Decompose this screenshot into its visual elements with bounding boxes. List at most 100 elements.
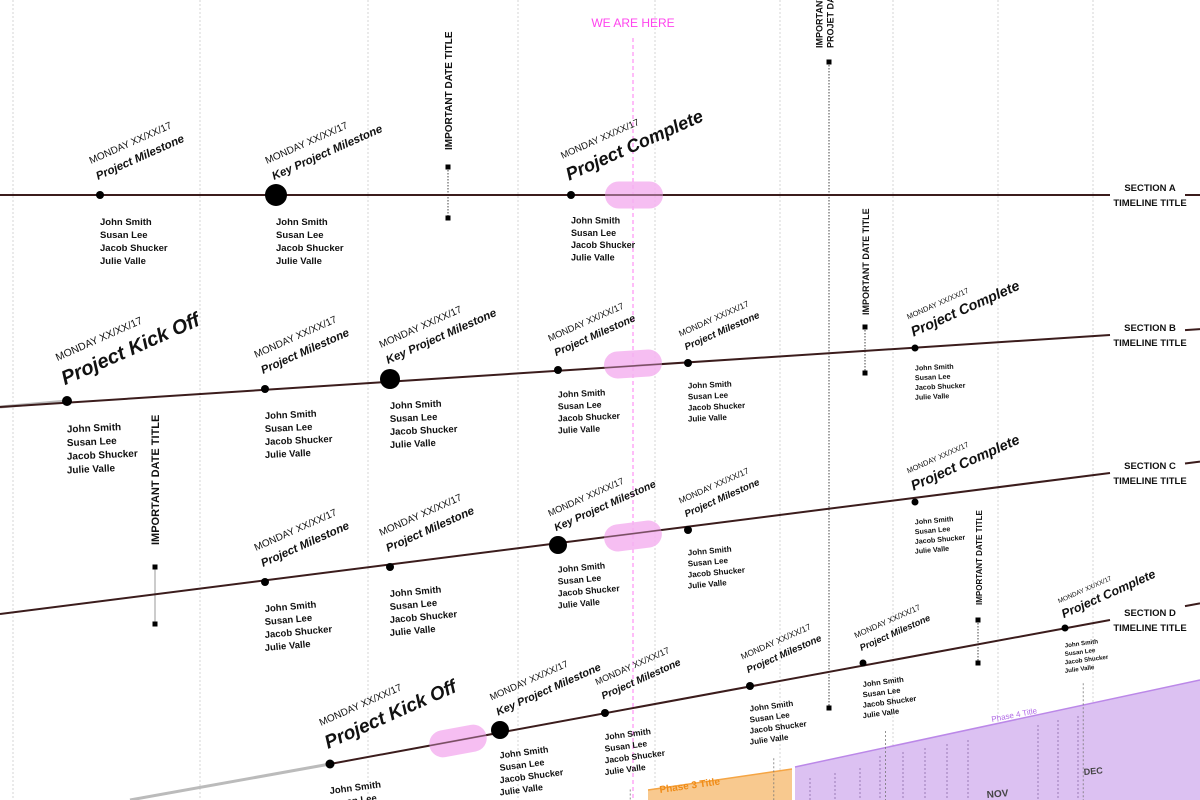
milestone-person: Susan Lee	[558, 400, 602, 412]
milestone-person: John Smith	[100, 217, 152, 228]
milestone-person: John Smith	[67, 422, 122, 435]
milestone-dot	[325, 759, 335, 769]
milestone-person: John Smith	[914, 515, 953, 526]
milestone-person: Jacob Shucker	[265, 434, 333, 448]
milestone-dot	[62, 396, 72, 406]
phase-3-band	[648, 769, 792, 800]
timeline-line	[603, 363, 663, 369]
milestone-person: Julie Valle	[1064, 664, 1095, 675]
milestone-dot	[684, 359, 692, 367]
milestone-dot	[1061, 624, 1069, 632]
milestone-dot	[265, 184, 287, 206]
milestone-person: Susan Lee	[688, 391, 729, 402]
milestone-dot	[601, 709, 609, 717]
milestone-person: Susan Lee	[1064, 647, 1096, 658]
milestone-person: John Smith	[1064, 638, 1098, 649]
milestone-person: Susan Lee	[276, 230, 324, 241]
milestone-dot	[567, 191, 575, 199]
current-position-pill	[604, 520, 662, 552]
milestone-dot	[386, 563, 394, 571]
milestone-person: Susan Lee	[571, 228, 616, 238]
timeline-fade-line	[129, 762, 331, 800]
milestone-dot	[96, 191, 104, 199]
important-date-marker: IMPORTANT DATE TITLE	[444, 31, 455, 221]
month-label-dec: DEC	[1083, 765, 1103, 777]
important-date-square	[152, 564, 158, 570]
milestone-person: John Smith	[265, 409, 317, 422]
important-date-title: IMPORTANT DATE TITLE	[444, 31, 455, 150]
milestone-person: Susan Lee	[100, 230, 148, 241]
phase-3-edge	[647, 768, 793, 791]
milestone-person: Jacob Shucker	[915, 382, 966, 392]
important-date-title: IMPORTANT DATE TITLE	[861, 208, 871, 315]
milestone-person: John Smith	[687, 545, 732, 558]
important-date-marker: IMPORTANT DATE TITLE	[975, 510, 984, 666]
milestone-person: Susan Lee	[389, 598, 437, 613]
milestone-person: Susan Lee	[914, 525, 950, 536]
milestone-person: Jacob Shucker	[67, 449, 138, 463]
milestone-person: John Smith	[557, 560, 605, 574]
milestone-person: Julie Valle	[914, 545, 949, 556]
milestone-person: Jacob Shucker	[571, 240, 636, 250]
important-date-marker: IMPORTANT DATE TITLE	[150, 415, 162, 627]
milestone-person: Susan Lee	[264, 613, 312, 628]
milestone-person: Julie Valle	[687, 578, 727, 590]
milestone-person: Jacob Shucker	[100, 243, 168, 254]
important-date-marker: IMPORTANT DATE TITLE	[861, 208, 871, 376]
important-date-square	[862, 370, 868, 376]
milestone-person: Julie Valle	[389, 624, 436, 639]
milestone-dot	[261, 385, 269, 393]
milestone-person: John Smith	[558, 387, 606, 399]
section-label: SECTION C	[1124, 461, 1176, 472]
milestone-dot	[261, 578, 269, 586]
milestone-person: Susan Lee	[67, 436, 118, 449]
milestone-person: John Smith	[688, 380, 732, 391]
milestone-person: Susan Lee	[265, 422, 313, 435]
important-date-square	[445, 164, 451, 170]
milestone-person: John Smith	[264, 599, 317, 615]
milestone-person: Julie Valle	[100, 256, 146, 267]
milestone-person: Julie Valle	[264, 639, 311, 654]
phase-4-edge	[794, 679, 1200, 768]
milestone-person: Susan Lee	[915, 373, 951, 383]
milestone-person: Julie Valle	[390, 438, 436, 451]
milestone-person: John Smith	[389, 584, 442, 600]
important-date-title: IMPORTANT DATE TITLE	[150, 415, 162, 545]
section-title: TIMELINE TITLE	[1113, 198, 1186, 209]
milestone-person: John Smith	[276, 217, 328, 228]
milestone-person: Susan Lee	[329, 793, 378, 800]
timeline-line-continuation	[1184, 328, 1200, 332]
important-date-square	[826, 705, 832, 711]
milestone-dot	[549, 536, 567, 554]
milestone-dot	[859, 659, 867, 667]
timeline-line-continuation	[1184, 602, 1200, 608]
important-date-square	[862, 324, 868, 330]
milestone-person: Susan Lee	[687, 556, 728, 569]
timeline-line-continuation	[1184, 460, 1200, 465]
important-date-square	[152, 621, 158, 627]
milestone-person: John Smith	[390, 399, 442, 412]
timeline-line	[603, 529, 663, 539]
milestone-person: Julie Valle	[265, 448, 311, 461]
milestone-dot	[684, 526, 692, 534]
section-title: TIMELINE TITLE	[1113, 623, 1186, 634]
milestone-dot	[746, 682, 754, 690]
important-date-title: PROJET DA	[826, 0, 836, 48]
milestone-person: Susan Lee	[557, 573, 602, 587]
we-are-here-label: WE ARE HERE	[591, 16, 674, 30]
section-label: SECTION B	[1124, 323, 1176, 334]
milestone-dot	[491, 721, 509, 739]
milestone-person: Julie Valle	[557, 597, 600, 611]
timeline-line	[428, 734, 488, 747]
important-date-square	[975, 617, 981, 623]
phase-4-band	[795, 680, 1200, 800]
